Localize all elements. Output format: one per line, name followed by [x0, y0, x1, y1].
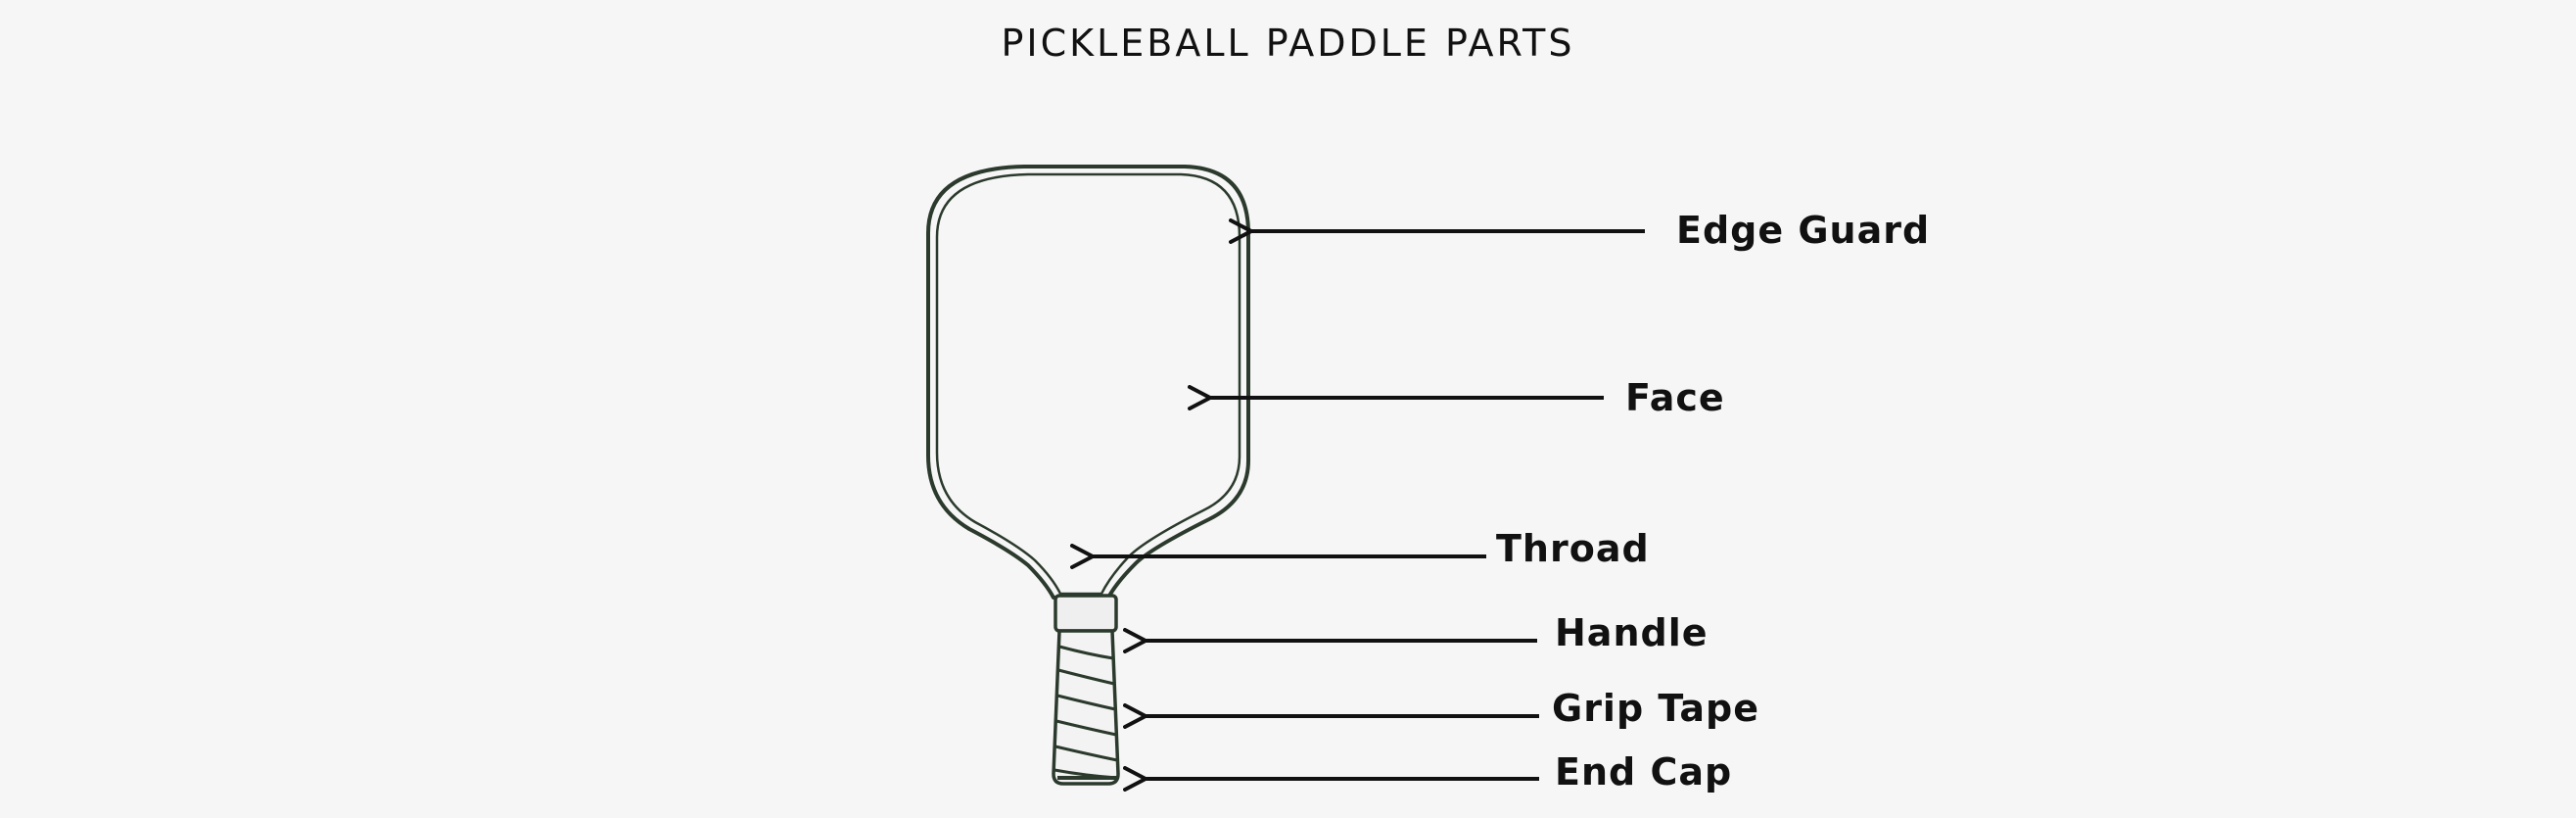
paddle-throat-collar: [1054, 594, 1118, 633]
paddle-face-outline: [935, 172, 1241, 596]
label-edge-guard: Edge Guard: [1676, 209, 1931, 252]
paddle-handle-grip: [1052, 629, 1120, 786]
label-throad: Throad: [1496, 527, 1650, 570]
label-grip-tape: Grip Tape: [1552, 687, 1760, 730]
label-handle: Handle: [1555, 611, 1709, 654]
label-end-cap: End Cap: [1555, 750, 1733, 794]
paddle-edge-guard-outline: [926, 165, 1250, 600]
label-face: Face: [1625, 376, 1725, 419]
diagram-title: PICKLEBALL PADDLE PARTS: [1001, 22, 1575, 65]
